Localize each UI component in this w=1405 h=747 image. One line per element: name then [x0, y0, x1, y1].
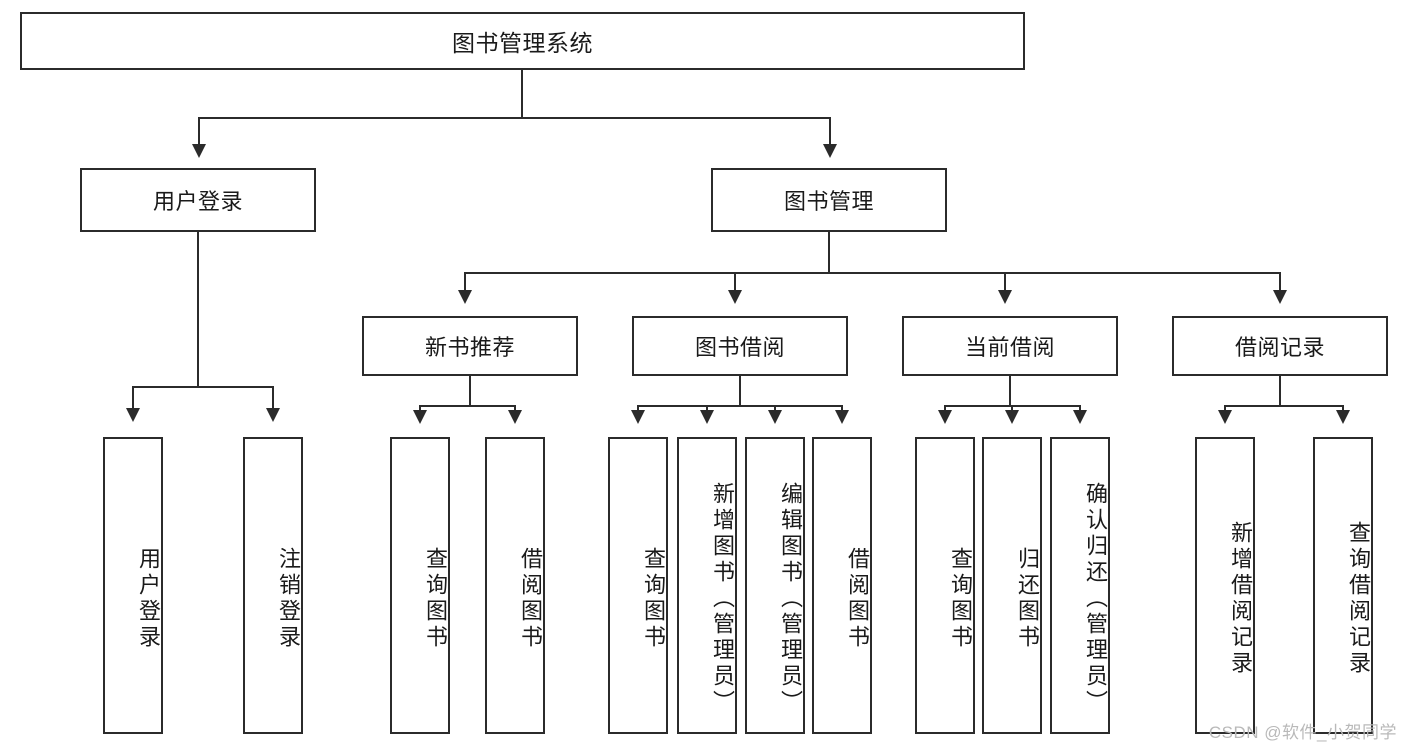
node-label: 图书借阅: [694, 335, 785, 360]
node-label: 借阅记录: [1234, 335, 1325, 360]
connector-current-borrow-drop-1: [1011, 405, 1013, 412]
arrow-to-leaf-current-borrow-confirm-return: [1073, 410, 1087, 424]
arrow-to-leaf-book-borrow-borrow: [835, 410, 849, 424]
node-label: 查询图书: [423, 546, 448, 651]
arrow-to-leaf-borrow-record-query: [1336, 410, 1350, 424]
node-label: 新书推荐: [424, 335, 515, 360]
connector-current-borrow-drop-0: [944, 405, 946, 412]
arrow-to-book-borrow: [728, 290, 742, 304]
arrow-to-leaf-borrow-record-add: [1218, 410, 1232, 424]
arrow-to-new-book-recommend: [458, 290, 472, 304]
connector-new-book-bus: [419, 405, 515, 407]
connector-borrow-record-drop-0: [1224, 405, 1226, 412]
connector-level3-drop-0: [464, 272, 466, 292]
leaf-new-book-query[interactable]: 查询图书: [390, 437, 450, 734]
arrow-to-leaf-book-borrow-query: [631, 410, 645, 424]
leaf-user-login-login[interactable]: 用户登录: [103, 437, 163, 734]
connector-book-borrow-drop-3: [841, 405, 843, 412]
connector-root-bus: [198, 117, 831, 119]
connector-book-borrow-drop-1: [706, 405, 708, 412]
node-book-borrow[interactable]: 图书借阅: [632, 316, 848, 376]
leaf-current-borrow-return[interactable]: 归还图书: [982, 437, 1042, 734]
leaf-borrow-record-add[interactable]: 新增借阅记录: [1195, 437, 1255, 734]
leaf-book-borrow-edit[interactable]: 编辑图书（管理员）: [745, 437, 805, 734]
leaf-new-book-borrow[interactable]: 借阅图书: [485, 437, 545, 734]
connector-level3-drop-3: [1279, 272, 1281, 292]
node-label: 用户登录: [136, 546, 161, 651]
node-book-management[interactable]: 图书管理: [711, 168, 947, 232]
connector-user-login-drop-0: [132, 386, 134, 410]
connector-level3-drop-1: [734, 272, 736, 292]
connector-level3-bus: [464, 272, 1280, 274]
arrow-to-current-borrow: [998, 290, 1012, 304]
arrow-to-user-login: [192, 144, 206, 158]
node-label: 归还图书: [1015, 546, 1040, 651]
node-label: 当前借阅: [964, 335, 1055, 360]
connector-book-management-stem: [828, 232, 830, 273]
connector-book-borrow-stem: [739, 376, 741, 406]
node-borrow-record[interactable]: 借阅记录: [1172, 316, 1388, 376]
leaf-current-borrow-confirm-return[interactable]: 确认归还（管理员）: [1050, 437, 1110, 734]
arrow-to-borrow-record: [1273, 290, 1287, 304]
node-label: 借阅图书: [518, 546, 543, 651]
connector-user-login-bus: [132, 386, 273, 388]
node-label: 编辑图书（管理员）: [778, 481, 803, 716]
node-new-book-recommend[interactable]: 新书推荐: [362, 316, 578, 376]
connector-book-borrow-drop-2: [774, 405, 776, 412]
connector-current-borrow-drop-2: [1079, 405, 1081, 412]
node-label: 借阅图书: [845, 546, 870, 651]
leaf-borrow-record-query[interactable]: 查询借阅记录: [1313, 437, 1373, 734]
connector-borrow-record-stem: [1279, 376, 1281, 406]
connector-user-login-stem: [197, 232, 199, 387]
connector-borrow-record-drop-1: [1342, 405, 1344, 412]
leaf-book-borrow-borrow[interactable]: 借阅图书: [812, 437, 872, 734]
node-label: 查询借阅记录: [1346, 520, 1371, 677]
node-label: 图书管理系统: [452, 30, 593, 56]
arrow-to-leaf-new-book-borrow: [508, 410, 522, 424]
arrow-to-book-management: [823, 144, 837, 158]
leaf-current-borrow-query[interactable]: 查询图书: [915, 437, 975, 734]
connector-new-book-drop-0: [419, 405, 421, 412]
connector-root-drop-left: [198, 117, 200, 146]
node-user-login[interactable]: 用户登录: [80, 168, 316, 232]
node-root-book-management-system[interactable]: 图书管理系统: [20, 12, 1025, 70]
arrow-to-leaf-current-borrow-return: [1005, 410, 1019, 424]
node-label: 查询图书: [948, 546, 973, 651]
connector-root-stem: [521, 70, 523, 118]
arrow-to-leaf-new-book-query: [413, 410, 427, 424]
watermark-text: CSDN @软件_小贺同学: [1208, 723, 1397, 742]
connector-new-book-stem: [469, 376, 471, 406]
leaf-user-login-logout[interactable]: 注销登录: [243, 437, 303, 734]
node-label: 注销登录: [276, 546, 301, 651]
connector-book-borrow-bus: [637, 405, 842, 407]
arrow-to-leaf-user-login-logout: [266, 408, 280, 422]
connector-new-book-drop-1: [514, 405, 516, 412]
leaf-book-borrow-query[interactable]: 查询图书: [608, 437, 668, 734]
arrow-to-leaf-user-login-login: [126, 408, 140, 422]
node-label: 用户登录: [152, 189, 243, 214]
connector-borrow-record-bus: [1224, 405, 1343, 407]
node-label: 新增图书（管理员）: [710, 481, 735, 716]
arrow-to-leaf-book-borrow-edit: [768, 410, 782, 424]
connector-user-login-drop-1: [272, 386, 274, 410]
connector-level3-drop-2: [1004, 272, 1006, 292]
node-label: 确认归还（管理员）: [1083, 481, 1108, 716]
arrow-to-leaf-book-borrow-add: [700, 410, 714, 424]
node-label: 新增借阅记录: [1228, 520, 1253, 677]
node-label: 查询图书: [641, 546, 666, 651]
node-label: 图书管理: [783, 189, 874, 214]
connector-book-borrow-drop-0: [637, 405, 639, 412]
connector-current-borrow-stem: [1009, 376, 1011, 406]
connector-root-drop-right: [829, 117, 831, 146]
node-current-borrow[interactable]: 当前借阅: [902, 316, 1118, 376]
leaf-book-borrow-add[interactable]: 新增图书（管理员）: [677, 437, 737, 734]
arrow-to-leaf-current-borrow-query: [938, 410, 952, 424]
